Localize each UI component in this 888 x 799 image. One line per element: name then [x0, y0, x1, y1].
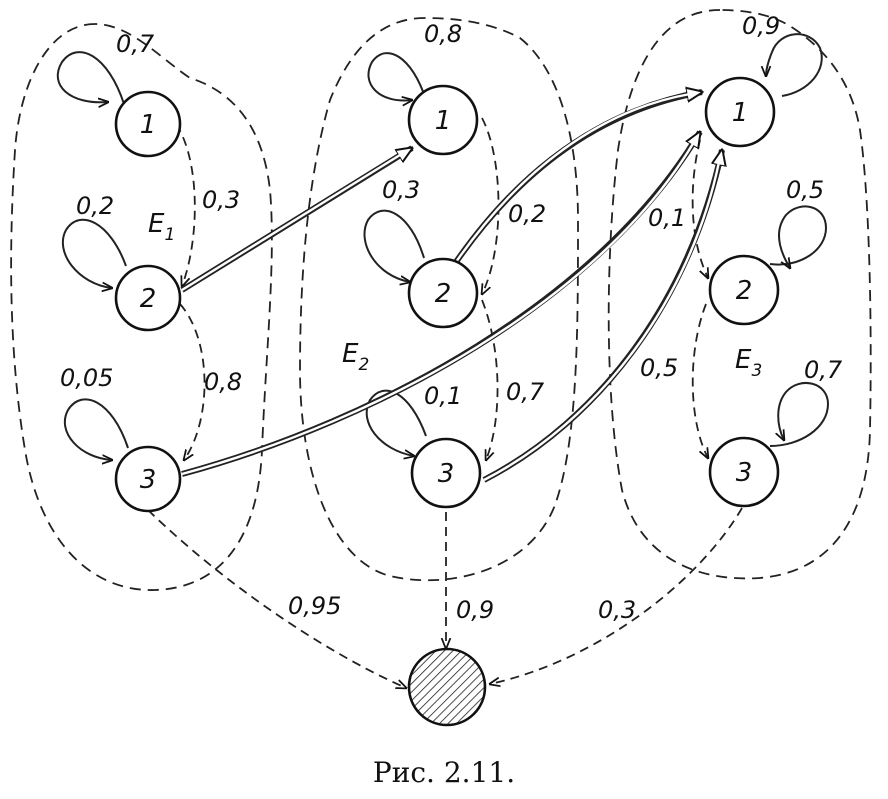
prob-e2-2-to-e2-3: 0,7 — [506, 378, 545, 406]
state-node-e3-3: 3 — [708, 436, 780, 508]
transition-e2-3-to-e3-1 — [482, 150, 722, 483]
state-node-e3-1: 1 — [704, 76, 776, 148]
state-label: 3 — [736, 458, 753, 488]
state-label: 2 — [140, 284, 157, 314]
state-node-e2-1: 1 — [407, 84, 479, 156]
transition-e1-2-to-e2-1 — [180, 145, 412, 293]
state-label: 2 — [435, 279, 452, 309]
group-boundary-e3 — [607, 9, 872, 580]
prob-e3-3-to-absorbing: 0,3 — [598, 596, 636, 624]
absorbing-state-node — [407, 647, 487, 727]
transition-e1-1-to-e1-2 — [175, 123, 196, 286]
figure-caption: Рис. 2.11. — [373, 756, 515, 789]
prob-loop-e1-1: 0,7 — [116, 30, 155, 58]
self-loop-e2-2 — [363, 209, 425, 282]
prob-e2-3-to-absorbing: 0,9 — [456, 596, 494, 624]
self-loop-e2-3 — [365, 389, 427, 456]
self-loop-e2-1 — [367, 52, 427, 100]
state-node-e2-3: 3 — [410, 437, 482, 509]
state-label: 1 — [435, 106, 452, 136]
self-loop-e3-3 — [769, 382, 830, 447]
prob-loop-e2-3: 0,1 — [424, 382, 462, 410]
self-loop-e1-3 — [63, 398, 129, 460]
state-node-e1-1: 1 — [114, 90, 182, 158]
self-loop-e3-2 — [769, 205, 828, 268]
prob-loop-e2-1: 0,8 — [424, 20, 462, 48]
self-loop-e1-1 — [56, 51, 125, 104]
group-label-e1: E1 — [148, 209, 175, 245]
prob-loop-e1-2: 0,2 — [76, 192, 114, 220]
transition-e3-1-to-e3-2 — [691, 139, 708, 278]
prob-e1-2-to-e1-3: 0,8 — [204, 368, 242, 396]
group-label-e2: E2 — [342, 339, 369, 375]
transition-e2-2-to-e2-3 — [481, 299, 499, 460]
state-label: 2 — [736, 276, 753, 306]
state-node-e1-3: 3 — [114, 445, 182, 513]
prob-loop-e1-3: 0,05 — [60, 364, 113, 392]
state-label: 3 — [140, 465, 157, 495]
transition-e1-3-to-e3-1 — [181, 132, 703, 477]
prob-e1-3-to-absorbing: 0,95 — [288, 592, 341, 620]
prob-loop-e3-2: 0,5 — [786, 176, 824, 204]
transition-e3-3-to-absorbing — [490, 507, 743, 684]
group-label-e3: E3 — [735, 345, 762, 381]
group-boundary-e1 — [10, 23, 273, 591]
prob-loop-e3-3: 0,7 — [804, 356, 843, 384]
prob-e3-1-to-e3-2: 0,1 — [648, 204, 686, 232]
state-node-e1-2: 2 — [114, 264, 182, 332]
self-loop-e1-2 — [61, 218, 127, 288]
transition-e3-2-to-e3-3 — [691, 303, 708, 458]
state-node-e3-2: 2 — [708, 254, 780, 326]
state-node-e2-2: 2 — [407, 257, 479, 329]
self-loop-e3-1 — [766, 33, 823, 97]
prob-e2-1-to-e2-2: 0,2 — [508, 200, 546, 228]
transition-e1-2-to-e1-3 — [179, 303, 206, 460]
state-label: 1 — [732, 98, 749, 128]
prob-loop-e2-2: 0,3 — [382, 176, 420, 204]
prob-e3-2-to-e3-3: 0,5 — [640, 354, 678, 382]
transition-e1-3-to-absorbing — [147, 509, 406, 688]
state-label: 3 — [438, 459, 455, 489]
group-boundary-e2 — [299, 17, 579, 582]
prob-e1-1-to-e1-2: 0,3 — [202, 186, 240, 214]
transition-e2-1-to-e2-2 — [482, 117, 500, 294]
transition-e2-2-to-e3-1 — [453, 92, 702, 264]
prob-loop-e3-1: 0,9 — [742, 12, 780, 40]
state-label: 1 — [140, 110, 157, 140]
